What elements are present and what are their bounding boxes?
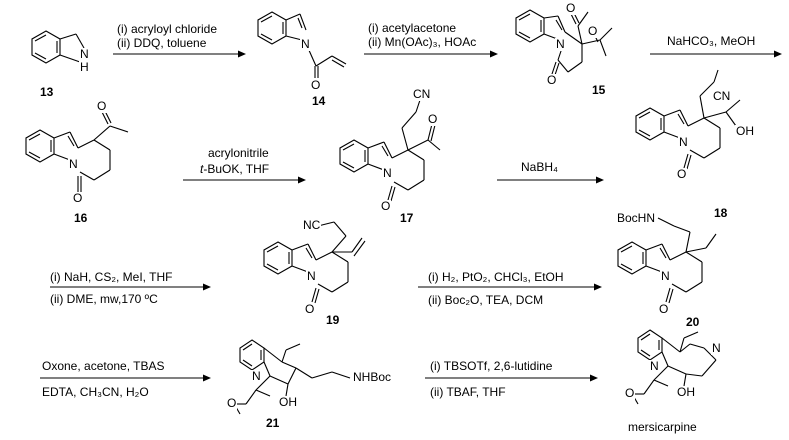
step-2-line-1: (i) acetylacetone bbox=[368, 21, 457, 35]
structure-16 bbox=[25, 110, 129, 192]
step-9-line-2: (ii) TBAF, THF bbox=[430, 385, 506, 399]
atom-h-13: H bbox=[79, 60, 90, 74]
arrow-step-3 bbox=[650, 50, 782, 58]
atom-bochn-20: BocHN bbox=[616, 211, 657, 225]
atom-o-15a: O bbox=[546, 73, 558, 87]
atom-n-14: N bbox=[300, 37, 311, 51]
compound-15: 15 bbox=[592, 83, 606, 97]
structure-18 bbox=[635, 69, 741, 170]
step-7-line-2: (ii) Boc₂O, TEA, DCM bbox=[428, 293, 544, 307]
compound-14: 14 bbox=[312, 94, 326, 108]
atom-nhboc-21: NHBoc bbox=[352, 370, 393, 384]
compound-mersicarpine: mersicarpine bbox=[628, 420, 697, 434]
atom-oh-21: OH bbox=[278, 395, 298, 409]
atom-o-18: O bbox=[676, 167, 688, 181]
arrow-step-5 bbox=[497, 176, 604, 184]
atom-o-17a: O bbox=[380, 199, 392, 213]
step-4-line-2: t-BuOK, THF bbox=[200, 162, 270, 176]
arrow-step-1 bbox=[113, 50, 246, 58]
atom-o-19: O bbox=[304, 302, 316, 316]
atom-o-16a: O bbox=[72, 191, 84, 205]
atom-cn-18: CN bbox=[712, 89, 732, 103]
structure-19 bbox=[263, 221, 366, 304]
compound-18: 18 bbox=[714, 206, 728, 220]
atom-cn-17: CN bbox=[412, 87, 432, 101]
atom-n-mersi-b: N bbox=[711, 341, 722, 355]
arrow-step-7 bbox=[418, 283, 602, 291]
step-4-line-1: acrylonitrile bbox=[208, 146, 269, 160]
compound-21: 21 bbox=[266, 416, 280, 430]
atom-o-14: O bbox=[310, 78, 322, 92]
atom-o-20: O bbox=[658, 302, 670, 316]
arrow-step-4 bbox=[183, 176, 306, 184]
atom-oh-mersi: OH bbox=[676, 385, 696, 399]
compound-20: 20 bbox=[686, 315, 700, 329]
step-6-line-1: (i) NaH, CS₂, MeI, THF bbox=[50, 270, 173, 284]
atom-oh-18: OH bbox=[735, 124, 755, 138]
atom-o-16b: O bbox=[96, 99, 108, 113]
atom-n-13: N bbox=[79, 47, 90, 61]
atom-n-20: N bbox=[660, 269, 671, 283]
structure-14 bbox=[257, 11, 347, 78]
step-5-line-1: NaBH₄ bbox=[521, 160, 558, 174]
structure-mersicarpine bbox=[630, 329, 717, 405]
step-1-line-2: (ii) DDQ, toluene bbox=[117, 36, 207, 50]
step-7-line-1: (i) H₂, PtO₂, CHCl₃, EtOH bbox=[428, 270, 564, 284]
atom-n-21: N bbox=[251, 369, 262, 383]
arrow-step-6 bbox=[50, 283, 211, 291]
atom-o-15c: O bbox=[587, 24, 599, 38]
step-2-line-2: (ii) Mn(OAc)₃, HOAc bbox=[368, 35, 477, 49]
atom-nc-19: NC bbox=[302, 218, 322, 232]
step-9-line-1: (i) TBSOTf, 2,6-lutidine bbox=[430, 359, 553, 373]
compound-19: 19 bbox=[326, 313, 340, 327]
compound-13: 13 bbox=[40, 85, 54, 99]
step-8-line-1: Oxone, acetone, TBAS bbox=[42, 359, 165, 373]
atom-n-18: N bbox=[678, 135, 689, 149]
atom-o-17b: O bbox=[427, 112, 439, 126]
arrow-step-9 bbox=[425, 374, 598, 382]
atom-o-15b: O bbox=[565, 1, 577, 15]
atom-n-15: N bbox=[555, 37, 566, 51]
atom-n-16: N bbox=[68, 157, 79, 171]
structure-17 bbox=[339, 99, 441, 202]
atom-n-19: N bbox=[306, 269, 317, 283]
step-8-line-2: EDTA, CH₃CN, H₂O bbox=[42, 385, 149, 399]
atom-o-mersi: O bbox=[624, 386, 636, 400]
structure-20 bbox=[617, 217, 717, 304]
arrow-step-8 bbox=[40, 374, 211, 382]
structure-13 bbox=[31, 30, 85, 64]
step-1-line-1: (i) acryloyl chloride bbox=[117, 22, 218, 36]
compound-16: 16 bbox=[74, 211, 88, 225]
atom-n-17: N bbox=[382, 166, 393, 180]
arrow-step-2 bbox=[364, 50, 498, 58]
step-3-line-1: NaHCO₃, MeOH bbox=[667, 34, 756, 48]
atom-o-21: O bbox=[226, 396, 238, 410]
atom-n-mersi-a: N bbox=[649, 359, 660, 373]
compound-17: 17 bbox=[400, 211, 414, 225]
step-6-line-2: (ii) DME, mw,170 ºC bbox=[50, 292, 158, 306]
